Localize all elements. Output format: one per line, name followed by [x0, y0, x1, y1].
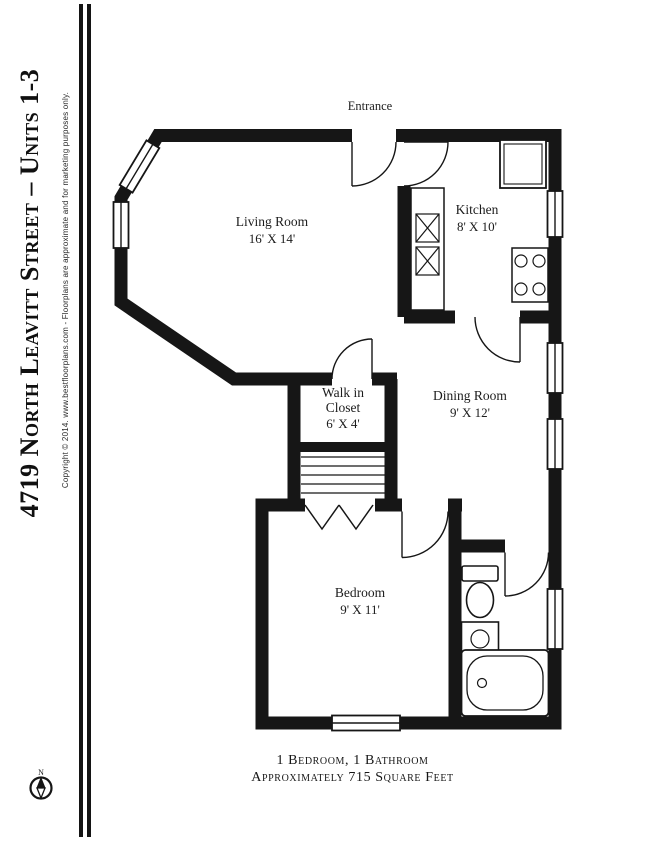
bedroom-dimensions: 9' X 11': [340, 602, 380, 617]
kitchen-fixtures: [410, 139, 549, 311]
stove: [511, 247, 549, 303]
compass-n-label: N: [38, 768, 44, 777]
bedroom-door: [401, 511, 449, 559]
kitchen-door-arc: [403, 141, 449, 187]
entrance-door-arc: [351, 141, 397, 187]
bedroom-door-arc: [401, 511, 449, 559]
living-room-dimensions: 16' X 14': [249, 231, 296, 246]
closet-dimensions: 6' X 4': [326, 416, 360, 431]
closet-door-arc: [331, 338, 373, 380]
window-chamfer: [118, 139, 161, 194]
bedroom-closet-bifold-doors: [304, 504, 374, 531]
refrigerator: [499, 139, 547, 189]
windows: [112, 139, 564, 732]
window-bedroom-bottom: [331, 714, 401, 732]
kitchen-dining-door-arc: [474, 316, 521, 363]
room-labels: Entrance Living Room 16' X 14' Kitchen 8…: [236, 99, 508, 617]
outer-wall-left: [114, 129, 352, 386]
window-dining-right-1: [546, 342, 564, 394]
stairs: [301, 456, 385, 494]
footer-square-feet: Approximately 715 Square Feet: [251, 770, 454, 785]
kitchen-dining-door: [474, 316, 521, 363]
bathroom-fixtures: [460, 565, 550, 717]
entrance-label: Entrance: [348, 99, 393, 113]
closet-label-line2: Closet: [326, 400, 361, 415]
entrance-door: [351, 141, 397, 187]
dining-room-dimensions: 9' X 12': [450, 405, 490, 420]
bathroom-door-arc: [504, 552, 550, 597]
bathroom-door: [504, 552, 550, 597]
footer-bed-bath: 1 Bedroom, 1 Bathroom: [276, 753, 429, 768]
footer: 1 Bedroom, 1 Bathroom Approximately 715 …: [95, 752, 610, 786]
vertical-rule-left: [79, 4, 83, 837]
closet-door: [331, 338, 373, 380]
kitchen-sink: [415, 213, 440, 276]
bedroom-label: Bedroom: [335, 585, 386, 600]
window-bathroom-right: [546, 588, 564, 650]
toilet: [461, 565, 499, 619]
bathtub: [460, 649, 550, 717]
window-dining-right-2: [546, 418, 564, 470]
compass-needle-north: [36, 776, 46, 789]
compass: N: [29, 768, 53, 800]
living-room-label: Living Room: [236, 214, 309, 229]
doors: [304, 141, 550, 597]
closet-label-line1: Walk in: [322, 385, 364, 400]
vertical-rule-right: [87, 4, 91, 837]
dining-room-label: Dining Room: [433, 388, 507, 403]
kitchen-label: Kitchen: [456, 202, 499, 217]
walls: [114, 129, 562, 730]
window-left-wall: [112, 201, 130, 249]
compass-needle-south: [36, 787, 46, 800]
window-kitchen-right: [546, 190, 564, 238]
kitchen-dimensions: 8' X 10': [457, 219, 497, 234]
kitchen-door: [403, 141, 449, 187]
